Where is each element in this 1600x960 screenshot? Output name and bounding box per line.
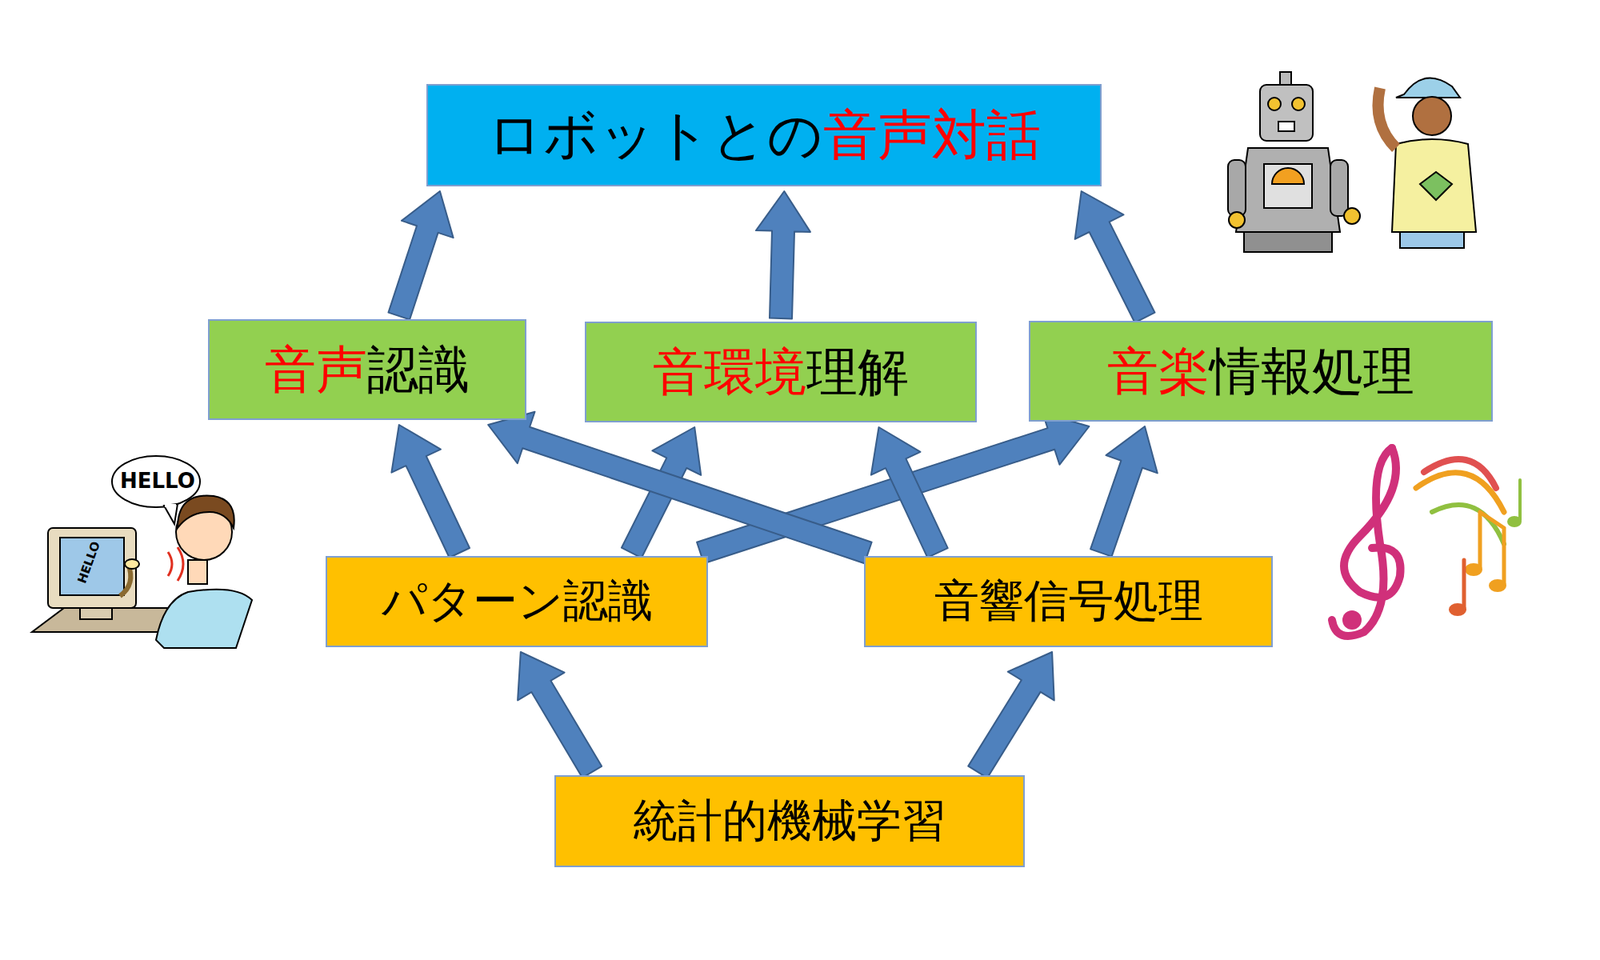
block-arrow xyxy=(696,412,1089,564)
topic-box: 音環境理解 xyxy=(584,321,977,423)
block-arrow xyxy=(1090,426,1158,557)
block-arrow xyxy=(756,191,811,319)
node-text: 音声対話 xyxy=(823,99,1041,172)
node-text: ロボットとの xyxy=(487,99,824,172)
topic-box: 音楽情報処理 xyxy=(1028,320,1493,422)
music-notes-illustration xyxy=(1332,448,1522,636)
person-illustration xyxy=(1378,78,1477,248)
goal-box: ロボットとの音声対話 xyxy=(426,84,1102,187)
node-text: 認識 xyxy=(367,335,470,405)
node-text: 理解 xyxy=(806,337,909,408)
block-arrow xyxy=(517,652,602,778)
block-arrow xyxy=(871,427,948,558)
topic-box: 音声認識 xyxy=(208,319,527,420)
robot-illustration xyxy=(1228,72,1360,252)
node-text: 音声 xyxy=(264,335,368,405)
block-arrow xyxy=(488,412,872,564)
base-box: 統計的機械学習 xyxy=(554,775,1025,868)
node-text: 音環境 xyxy=(652,337,807,408)
computer-user-illustration xyxy=(32,456,252,648)
foundation-box: パターン認識 xyxy=(325,556,708,648)
node-text: 音響信号処理 xyxy=(934,571,1204,632)
foundation-box: 音響信号処理 xyxy=(864,556,1273,648)
block-arrow xyxy=(388,191,454,320)
block-arrow xyxy=(1075,191,1156,323)
node-text: 音楽 xyxy=(1107,336,1210,407)
block-arrow xyxy=(968,652,1054,778)
node-text: 統計的機械学習 xyxy=(632,791,947,852)
node-text: 情報処理 xyxy=(1209,336,1415,407)
node-text: パターン認識 xyxy=(381,571,653,632)
speech-text: HELLO xyxy=(120,468,196,493)
block-arrow xyxy=(391,424,470,558)
